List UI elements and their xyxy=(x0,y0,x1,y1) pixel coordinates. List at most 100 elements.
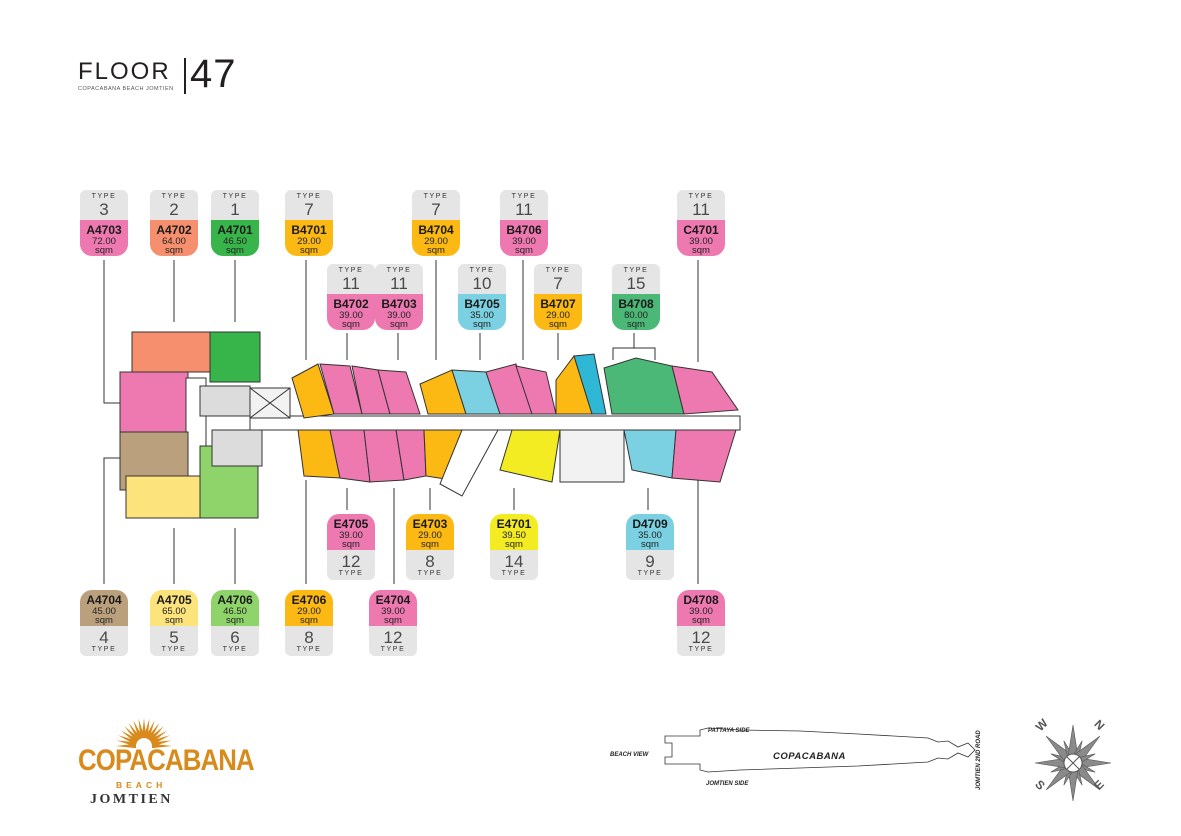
pattaya-side-label: PATTAYA SIDE xyxy=(708,728,750,734)
north-units xyxy=(291,353,739,419)
unit-area: 39.00 xyxy=(689,236,713,247)
unit-area: 72.00 xyxy=(92,236,116,247)
unit-e4703 xyxy=(423,429,463,481)
lobby-cross-1 xyxy=(249,387,291,419)
beach-view-label: BEACH VIEW xyxy=(610,752,649,758)
unit-a4706 xyxy=(199,445,259,519)
unit-type-number: 4 xyxy=(99,628,109,647)
unit-area-unit: sqm xyxy=(95,245,113,256)
unit-area: 35.00 xyxy=(470,310,494,321)
unit-type-number: 5 xyxy=(169,628,179,647)
unit-area-unit: sqm xyxy=(165,615,183,626)
unit-type-number: 11 xyxy=(692,200,710,219)
type-label: TYPE xyxy=(469,267,495,274)
unit-area-unit: sqm xyxy=(549,319,567,330)
unit-area: 29.00 xyxy=(297,606,321,617)
sun-ray xyxy=(146,722,160,741)
unit-code: E4705 xyxy=(333,517,369,531)
type-label: TYPE xyxy=(511,193,537,200)
unit-c4701 xyxy=(671,365,739,415)
unit-b4706 xyxy=(485,363,533,415)
unit-type-number: 15 xyxy=(626,274,646,293)
unit-area-unit: sqm xyxy=(421,539,439,550)
unit-b4703 xyxy=(377,369,421,415)
unit-e4706 xyxy=(297,429,341,479)
unit-area-unit: sqm xyxy=(226,615,244,626)
sun-ray xyxy=(118,735,138,745)
unit-a4705 xyxy=(125,475,211,519)
unit-e4705b xyxy=(363,429,405,483)
unit-d4708 xyxy=(671,429,737,483)
unit-type-number: 8 xyxy=(425,552,435,571)
unit-area: 29.00 xyxy=(546,310,570,321)
lobby-cross-2 xyxy=(249,387,291,419)
unit-code: B4707 xyxy=(540,297,576,311)
unit-code: B4704 xyxy=(418,223,454,237)
type-label: TYPE xyxy=(161,646,187,653)
sun-ray xyxy=(145,720,155,740)
unit-b4708 xyxy=(603,357,685,415)
unit-area-unit: sqm xyxy=(95,615,113,626)
unit-area-unit: sqm xyxy=(342,319,360,330)
type-label: TYPE xyxy=(161,193,187,200)
jomtien-side-label: JOMTIEN SIDE xyxy=(706,781,749,787)
unit-area-unit: sqm xyxy=(515,245,533,256)
unit-code: B4705 xyxy=(464,297,500,311)
unit-area-unit: sqm xyxy=(300,615,318,626)
sun-ray xyxy=(120,730,139,744)
type-label: TYPE xyxy=(91,646,117,653)
lift-lobby xyxy=(249,387,291,419)
brand-name: COPACABANA xyxy=(78,744,255,777)
type-label: TYPE xyxy=(91,193,117,200)
unit-area-unit: sqm xyxy=(473,319,491,330)
type-label: TYPE xyxy=(296,646,322,653)
unit-area: 64.00 xyxy=(162,236,186,247)
unit-type-number: 3 xyxy=(99,200,109,219)
pool-deck xyxy=(573,353,607,415)
unit-d4709 xyxy=(623,429,677,479)
unit-area-unit: sqm xyxy=(384,615,402,626)
unit-area: 39.00 xyxy=(339,530,363,541)
wedge-void xyxy=(439,429,499,497)
